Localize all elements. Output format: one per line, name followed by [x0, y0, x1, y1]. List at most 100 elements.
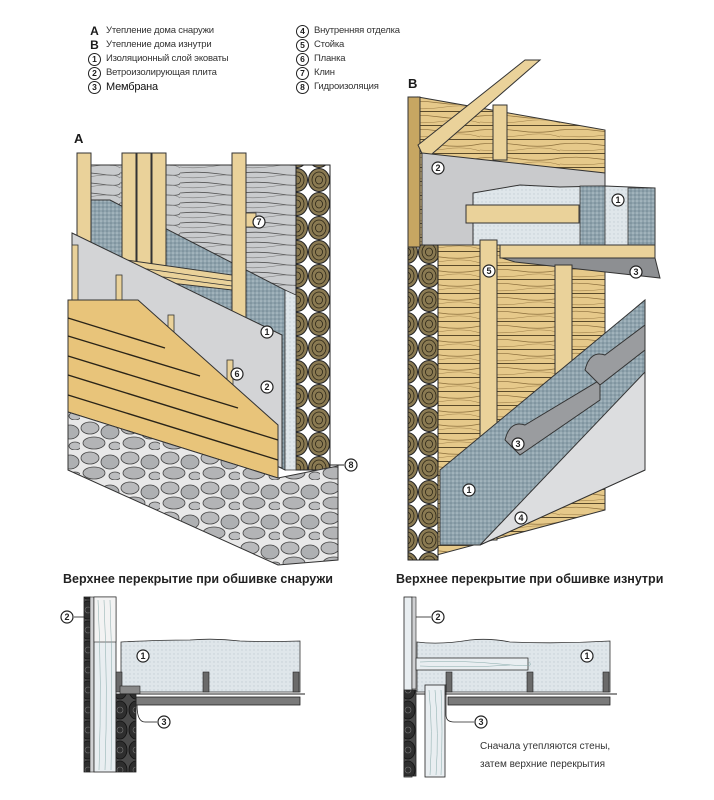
- legend-key: 4: [296, 24, 309, 38]
- beam: [465, 204, 580, 224]
- callout-2: 2: [60, 610, 74, 624]
- svg-text:8: 8: [348, 460, 353, 470]
- wind-board-section: [89, 596, 95, 773]
- callout-3: 3: [157, 715, 171, 729]
- section-note: Сначала утепляются стены, затем верхние …: [480, 738, 610, 774]
- svg-text:6: 6: [234, 369, 239, 379]
- legend-key: A: [90, 24, 99, 38]
- membrane-roll: [504, 379, 601, 456]
- legend-key: 3: [88, 80, 101, 94]
- membrane: [501, 257, 661, 279]
- membrane-roll: [584, 324, 646, 386]
- callout-1: 1: [611, 193, 625, 207]
- legend-item-b: B Утепление дома изнутри: [88, 38, 228, 52]
- svg-text:2: 2: [435, 612, 440, 622]
- figure-a-label: A: [74, 131, 84, 146]
- callout-2: 2: [431, 161, 445, 175]
- logs-section: [115, 693, 137, 773]
- legend-item-2: 2 Ветроизолирующая плита: [88, 66, 228, 80]
- interior-finish: [479, 370, 646, 546]
- legend-label: Мембрана: [106, 81, 158, 93]
- legend-label: Клин: [314, 67, 335, 78]
- legend-item-a: A Утепление дома снаружи: [88, 24, 228, 38]
- legend-item-6: 6 Планка: [296, 52, 400, 66]
- svg-text:3: 3: [633, 267, 638, 277]
- legend-key: 5: [296, 38, 309, 52]
- section-title-inside: Верхнее перекрытие при обшивке изнутри: [396, 572, 664, 586]
- stud-section: [424, 684, 446, 778]
- section-title-outside: Верхнее перекрытие при обшивке снаружи: [63, 572, 333, 586]
- svg-text:1: 1: [140, 651, 145, 661]
- legend-key: B: [90, 38, 99, 52]
- callout-8: 8: [344, 458, 358, 472]
- svg-text:1: 1: [615, 195, 620, 205]
- figure-b-label: B: [408, 76, 418, 91]
- callout-3: 3: [629, 265, 643, 279]
- logs-section: [403, 689, 417, 777]
- svg-text:2: 2: [264, 382, 269, 392]
- legend-label: Стойка: [314, 39, 345, 50]
- stone-foundation: [67, 411, 339, 566]
- legend-item-3: 3 Мембрана: [88, 80, 228, 94]
- svg-text:1: 1: [466, 485, 471, 495]
- callout-2: 2: [260, 380, 274, 394]
- legend-label: Гидроизоляция: [314, 81, 379, 92]
- legend-label: Утепление дома снаружи: [106, 25, 214, 36]
- callout-3: 3: [474, 715, 488, 729]
- legend-key: 1: [88, 52, 101, 66]
- callout-1: 1: [260, 325, 274, 339]
- ceiling-boards-section: [447, 696, 611, 706]
- callout-3: 3: [511, 437, 525, 451]
- svg-text:3: 3: [161, 717, 166, 727]
- note-line-2: затем верхние перекрытия: [480, 759, 606, 770]
- legend-item-7: 7 Клин: [296, 66, 400, 80]
- legend-label: Утепление дома изнутри: [106, 39, 212, 50]
- legend-key: 2: [88, 66, 101, 80]
- legend-label: Ветроизолирующая плита: [106, 67, 217, 78]
- legend-label: Планка: [314, 53, 346, 64]
- svg-text:2: 2: [435, 163, 440, 173]
- svg-text:3: 3: [478, 717, 483, 727]
- section-outside: 2 1 3: [60, 596, 305, 773]
- figure-a: 7 1 6 2 8: [67, 152, 358, 566]
- callout-5: 5: [482, 264, 496, 278]
- legend-key: 6: [296, 52, 309, 66]
- legend-key: 7: [296, 66, 309, 80]
- log-ends: [295, 164, 331, 471]
- svg-text:5: 5: [486, 266, 491, 276]
- callout-6: 6: [230, 367, 244, 381]
- log-wall-section: [83, 596, 91, 773]
- legend-item-8: 8 Гидроизоляция: [296, 80, 400, 94]
- svg-text:4: 4: [518, 513, 523, 523]
- callout-2: 2: [431, 610, 445, 624]
- legend-key: 8: [296, 80, 309, 94]
- legend-label: Внутренняя отделка: [314, 25, 400, 36]
- callout-7: 7: [252, 215, 266, 229]
- svg-text:3: 3: [515, 439, 520, 449]
- note-line-1: Сначала утепляются стены,: [480, 741, 611, 752]
- insulation-edge: [284, 289, 297, 471]
- siding: [67, 299, 279, 479]
- legend-left: A Утепление дома снаружи B Утепление дом…: [88, 24, 229, 94]
- figure-b: 2 1 5 3 3 1 4: [407, 59, 661, 561]
- legend-label: Изоляционный слой эковаты: [106, 53, 229, 64]
- log-ends: [407, 244, 439, 561]
- svg-text:7: 7: [256, 217, 261, 227]
- section-inside: 2 1 3: [403, 596, 617, 778]
- ceiling-boards-section: [135, 696, 301, 706]
- legend-item-4: 4 Внутренняя отделка: [296, 24, 400, 38]
- svg-text:1: 1: [584, 651, 589, 661]
- callout-1: 1: [462, 483, 476, 497]
- legend-item-5: 5 Стойка: [296, 38, 400, 52]
- callout-4: 4: [514, 511, 528, 525]
- svg-text:2: 2: [64, 612, 69, 622]
- post: [492, 104, 508, 161]
- beam-section: [415, 657, 529, 671]
- floor-boards: [499, 244, 656, 259]
- ceiling-insulation-section: [120, 638, 301, 693]
- callout-1: 1: [580, 649, 594, 663]
- callout-1: 1: [136, 649, 150, 663]
- legend-item-1: 1 Изоляционный слой эковаты: [88, 52, 229, 66]
- legend-right: 4 Внутренняя отделка 5 Стойка 6 Планка 7…: [296, 24, 400, 94]
